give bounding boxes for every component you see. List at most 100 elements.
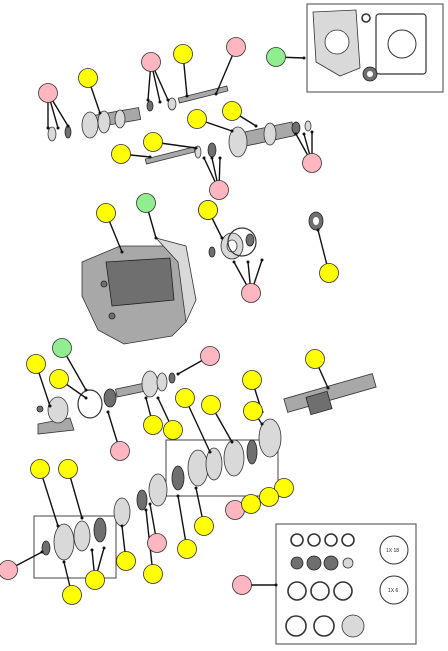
input-shaft-assembly <box>36 370 176 435</box>
yellow-callout-marker[interactable] <box>30 459 50 479</box>
yellow-callout-marker[interactable] <box>49 369 69 389</box>
kit-label-b: 1X 6 <box>388 588 399 594</box>
yellow-callout-marker[interactable] <box>319 263 339 283</box>
leader-arrowhead <box>40 550 44 554</box>
yellow-callout-marker[interactable] <box>143 132 163 152</box>
yellow-callout-marker[interactable] <box>116 551 136 571</box>
leader-arrowhead <box>302 56 306 60</box>
leader-arrowhead <box>158 100 162 104</box>
yellow-callout-marker[interactable] <box>305 349 325 369</box>
yellow-callout-marker[interactable] <box>187 109 207 129</box>
kit-snap-ring <box>287 581 307 601</box>
counter-gear-large <box>81 111 99 139</box>
case-cover-gasket <box>154 237 197 324</box>
leader-arrowhead <box>84 396 88 400</box>
leader-arrowhead <box>146 98 150 102</box>
blocker-ring <box>246 439 258 465</box>
washer <box>167 97 177 111</box>
second-thrust-washer <box>136 489 148 511</box>
leader-arrowhead <box>230 129 234 133</box>
leader-arrowhead <box>56 524 60 528</box>
pink-callout-marker[interactable] <box>226 37 246 57</box>
leader-arrowhead <box>302 132 306 136</box>
leader-arrowhead <box>98 111 102 115</box>
yellow-callout-marker[interactable] <box>198 200 218 220</box>
yellow-callout-marker[interactable] <box>274 478 294 498</box>
yellow-callout-marker[interactable] <box>241 494 261 514</box>
yellow-callout-marker[interactable] <box>175 388 195 408</box>
yellow-callout-marker[interactable] <box>177 539 197 559</box>
leader-arrowhead <box>176 494 180 498</box>
leader-arrowhead <box>80 516 84 520</box>
synchro-gear-a <box>187 449 209 487</box>
kit-seal <box>323 555 339 571</box>
yellow-callout-marker[interactable] <box>242 370 262 390</box>
yellow-callout-marker[interactable] <box>259 487 279 507</box>
leader-arrowhead <box>154 236 158 240</box>
pink-callout-marker[interactable] <box>302 153 322 173</box>
idler-bearing <box>291 121 301 135</box>
leader-arrowhead <box>90 548 94 552</box>
reverse-idler-shaft <box>177 85 229 104</box>
kit-o-ring <box>290 533 304 547</box>
yellow-callout-marker[interactable] <box>62 585 82 605</box>
green-callout-marker[interactable] <box>52 338 72 358</box>
front-bearing-retainer <box>47 396 69 424</box>
green-callout-marker[interactable] <box>136 193 156 213</box>
mainshaft-body <box>283 373 377 413</box>
pink-callout-marker[interactable] <box>200 346 220 366</box>
idler-washer <box>207 142 217 158</box>
kit-needle-bearing-ring <box>379 575 409 605</box>
cover-gasket <box>375 13 427 75</box>
yellow-callout-marker[interactable] <box>96 203 116 223</box>
yellow-callout-marker[interactable] <box>78 68 98 88</box>
pink-callout-marker[interactable] <box>110 441 130 461</box>
yellow-callout-marker[interactable] <box>201 395 221 415</box>
pink-callout-marker[interactable] <box>209 180 229 200</box>
leader-arrowhead <box>232 260 236 264</box>
pink-callout-marker[interactable] <box>232 575 252 595</box>
leader-arrowhead <box>48 404 52 408</box>
pilot-bearing <box>168 372 176 384</box>
pink-callout-marker[interactable] <box>147 533 167 553</box>
pink-callout-marker[interactable] <box>141 52 161 72</box>
kit-label-a: 1X 18 <box>386 548 399 554</box>
yellow-callout-marker[interactable] <box>111 144 131 164</box>
first-blocker-ring <box>93 517 107 543</box>
bearing-group <box>208 227 257 260</box>
yellow-callout-marker[interactable] <box>194 516 214 536</box>
yellow-callout-marker[interactable] <box>143 564 163 584</box>
leader-arrowhead <box>246 260 250 264</box>
case-gasket-opening <box>324 29 350 55</box>
leader-arrowhead <box>46 126 50 130</box>
pink-callout-marker[interactable] <box>241 283 261 303</box>
pink-callout-marker[interactable] <box>0 560 18 580</box>
green-callout-marker[interactable] <box>266 47 286 67</box>
leader-arrowhead <box>102 546 106 550</box>
yellow-callout-marker[interactable] <box>243 401 263 421</box>
leader-arrowhead <box>106 410 110 414</box>
yellow-callout-marker[interactable] <box>26 354 46 374</box>
kit-seal <box>306 555 322 571</box>
pink-callout-marker[interactable] <box>38 83 58 103</box>
kit-o-ring <box>341 533 355 547</box>
snap-ring <box>227 227 257 257</box>
yellow-callout-marker[interactable] <box>143 415 163 435</box>
seal-ring-center <box>367 71 373 77</box>
upper-synchro-assembly <box>165 418 282 497</box>
spacer <box>146 100 154 112</box>
countershaft <box>144 146 196 165</box>
yellow-callout-marker[interactable] <box>58 459 78 479</box>
kit-needle-bearing-ring <box>379 535 409 565</box>
rear-seal-bore <box>313 217 319 225</box>
leader-arrowhead <box>260 258 264 262</box>
leader-line <box>39 468 59 527</box>
yellow-callout-marker[interactable] <box>163 420 183 440</box>
leader-arrowhead <box>218 156 222 160</box>
yellow-callout-marker[interactable] <box>85 570 105 590</box>
yellow-callout-marker[interactable] <box>173 44 193 64</box>
leader-arrowhead <box>144 396 148 400</box>
reverse-idler-assembly <box>194 120 312 159</box>
yellow-callout-marker[interactable] <box>222 101 242 121</box>
